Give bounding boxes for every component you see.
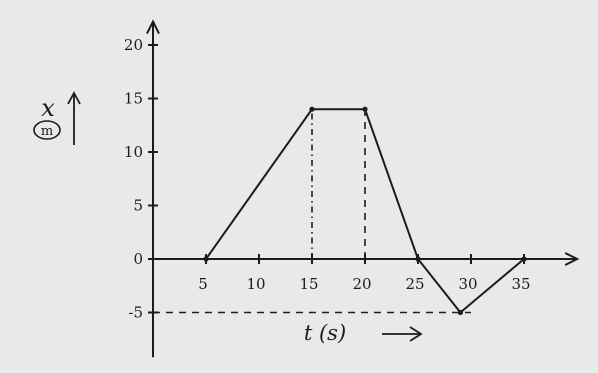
y-tick-label-5: 5	[133, 197, 143, 215]
x-axis-label: t (s)	[304, 321, 346, 345]
tick-marks: 5 10 15 20 25 30 35 20 15 10 5 0 -5	[124, 36, 531, 322]
y-unit-circle	[33, 120, 61, 140]
x-tick-label-30: 30	[458, 275, 477, 293]
guide-lines	[153, 109, 471, 314]
y-tick-label-20: 20	[124, 36, 143, 54]
x-tick-label-25: 25	[405, 275, 424, 293]
x-tick-label-20: 20	[352, 275, 371, 293]
x-tick-label-5: 5	[198, 275, 208, 293]
y-tick-label--5: -5	[128, 304, 143, 322]
y-tick-label-10: 10	[124, 143, 143, 161]
y-axis-unit: m	[41, 124, 53, 139]
axis-labels: x m t (s)	[33, 91, 423, 345]
x-tick-label-15: 15	[299, 275, 318, 293]
plot-area	[203, 106, 527, 316]
series-line-0	[205, 108, 525, 314]
data-point-0-2	[362, 106, 368, 112]
y-tick-label-15: 15	[124, 90, 143, 108]
data-point-0-1	[309, 106, 315, 112]
x-tick-label-35: 35	[511, 275, 530, 293]
y-axis-arrowhead	[146, 19, 160, 35]
x-arrow-icon	[382, 326, 423, 342]
x-axis-arrowhead	[564, 252, 580, 266]
data-point-0-4	[457, 309, 463, 316]
y-axis-label: x	[41, 94, 55, 122]
x-tick-label-10: 10	[246, 275, 265, 293]
y-arrow-icon	[67, 91, 81, 145]
y-tick-label-0: 0	[133, 250, 143, 268]
